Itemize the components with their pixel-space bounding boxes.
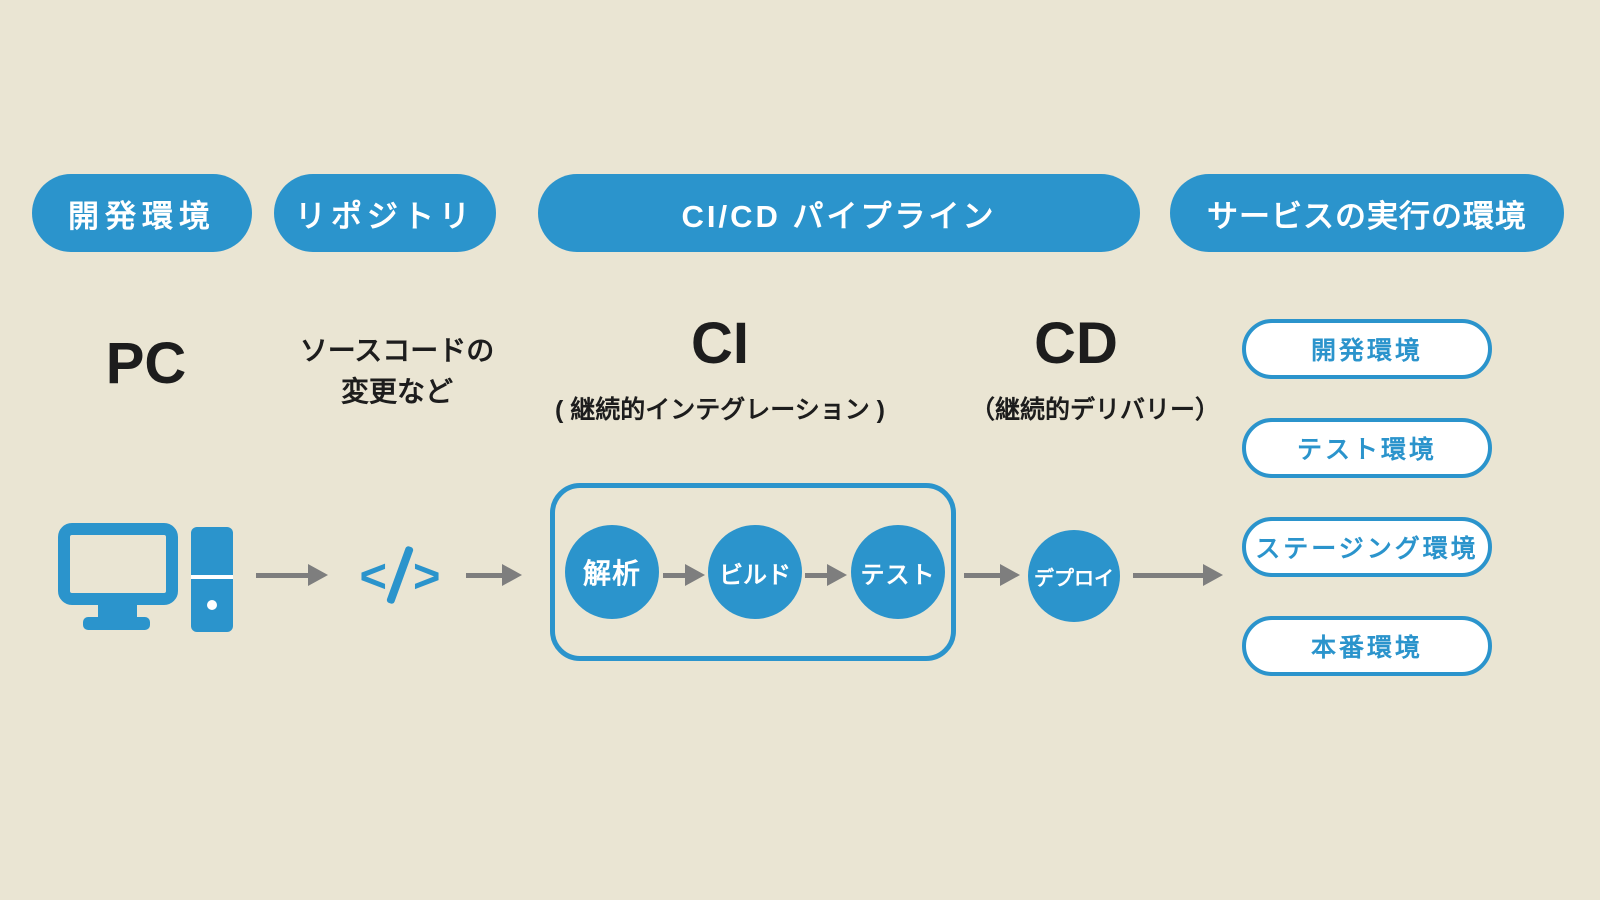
env-pill-production: 本番環境: [1242, 616, 1492, 676]
ci-subtitle: ( 継続的インテグレーション ): [554, 396, 886, 424]
monitor-stand-base: [83, 617, 150, 630]
computer-icon: [58, 523, 233, 632]
source-change-line1: ソースコードの: [299, 335, 495, 366]
code-slash: [385, 545, 415, 605]
code-open-bracket: <: [359, 548, 387, 602]
ci-pipeline-box: [550, 483, 956, 661]
cd-subtitle: （継続的デリバリー）: [969, 396, 1220, 424]
arrow-deploy-to-staging: [1133, 560, 1223, 590]
arrow-code-to-pipeline: [466, 560, 522, 590]
header-pill-dev-environment: 開発環境: [32, 174, 252, 252]
arrow-pipeline-to-deploy: [964, 560, 1020, 590]
env-pill-staging: ステージング環境: [1242, 517, 1492, 577]
arrow-build-to-test: [805, 560, 847, 590]
arrow-analysis-to-build: [663, 560, 705, 590]
tower-case: [191, 527, 233, 632]
tower-button: [207, 600, 217, 610]
source-change-label: ソースコードの 変更など: [272, 330, 522, 412]
cd-title: CD: [1034, 311, 1118, 376]
header-pill-service-runtime: サービスの実行の環境: [1170, 174, 1564, 252]
tower-divider: [191, 575, 233, 579]
source-change-line2: 変更など: [340, 376, 453, 407]
header-pill-cicd-pipeline: CI/CD パイプライン: [538, 174, 1140, 252]
header-pill-repository: リポジトリ: [274, 174, 496, 252]
env-pill-test: テスト環境: [1242, 418, 1492, 478]
pc-label: PC: [105, 331, 187, 396]
ci-title: CI: [691, 311, 749, 376]
step-circle-analysis: 解析: [565, 525, 659, 619]
monitor-frame: [58, 523, 178, 605]
step-circle-build: ビルド: [708, 525, 802, 619]
code-close-bracket: >: [413, 548, 441, 602]
step-circle-deploy: デプロイ: [1028, 530, 1120, 622]
arrow-pc-to-code: [256, 560, 328, 590]
source-code-icon: < >: [340, 533, 460, 617]
monitor-stand-neck: [98, 603, 137, 619]
step-circle-test: テスト: [851, 525, 945, 619]
env-pill-development: 開発環境: [1242, 319, 1492, 379]
